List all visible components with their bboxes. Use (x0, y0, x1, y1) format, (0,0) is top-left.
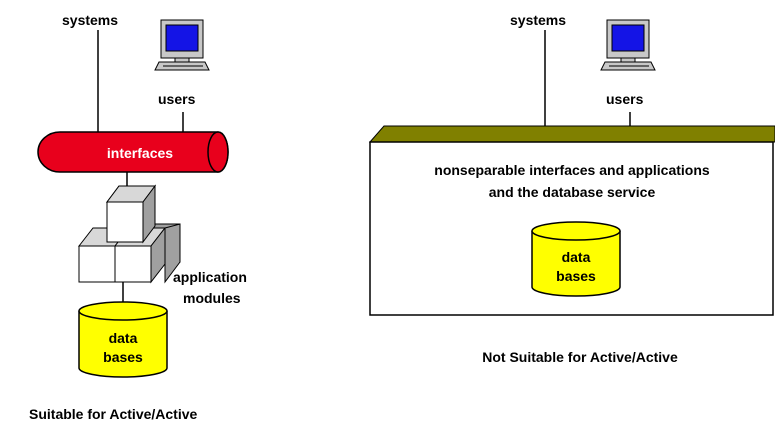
right-diagram: systems users nonseparable interfaces an… (368, 12, 775, 365)
database-icon: data bases (531, 221, 621, 297)
platform-bar (368, 125, 775, 143)
database-label-line1: data (562, 249, 591, 265)
app-modules-label-line2: modules (183, 290, 241, 306)
database-label-line2: bases (103, 349, 143, 365)
box-label-line1: nonseparable interfaces and applications (434, 162, 710, 178)
systems-label: systems (62, 12, 118, 28)
users-label: users (158, 91, 196, 107)
users-label: users (606, 91, 644, 107)
interfaces-capsule: interfaces (37, 131, 229, 173)
module-cube-icon (106, 184, 156, 244)
systems-label: systems (510, 12, 566, 28)
monitor-icon (154, 19, 210, 71)
right-caption: Not Suitable for Active/Active (482, 349, 678, 365)
application-module-cubes (77, 184, 181, 284)
module-cube-icon (142, 223, 181, 284)
box-label-line2: and the database service (489, 184, 656, 200)
database-icon: data bases (78, 301, 168, 378)
app-modules-label-line1: application (173, 269, 247, 285)
left-diagram: systems users interfaces (29, 12, 247, 422)
left-caption: Suitable for Active/Active (29, 406, 198, 422)
monitor-icon (600, 19, 656, 71)
database-label-line1: data (109, 330, 138, 346)
database-label-line2: bases (556, 268, 596, 284)
interfaces-label: interfaces (107, 145, 173, 161)
